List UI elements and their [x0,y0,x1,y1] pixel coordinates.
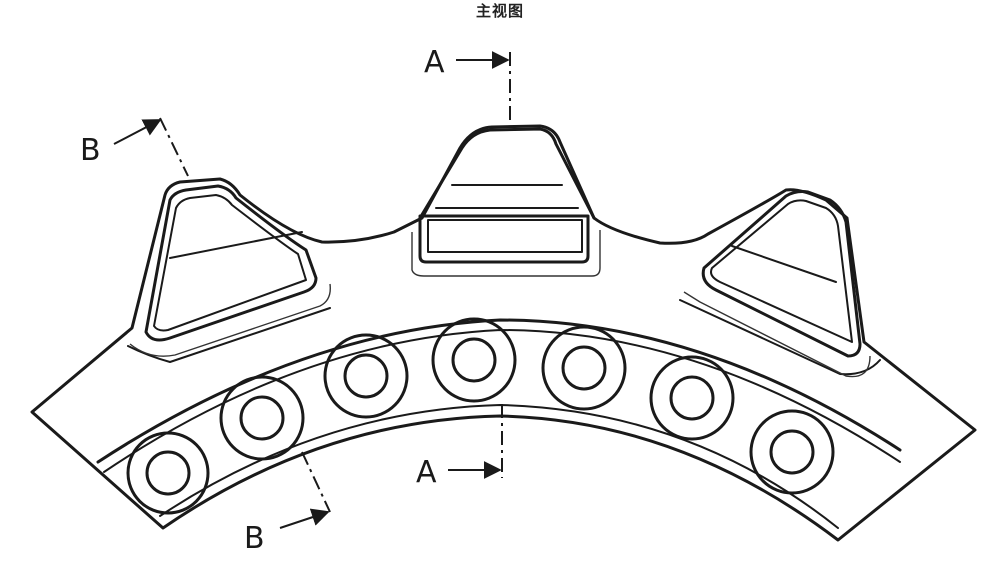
outer-body-step-line-right [679,299,881,376]
section-cut-a-top: A [424,45,511,120]
middle-tooth [411,127,601,277]
roller-7 [749,409,835,495]
view-title: 主视图 [475,2,524,20]
section-label-a-top: A [424,45,445,80]
roller-3 [323,333,409,419]
section-cut-b-top: B [80,117,189,177]
section-cut-b-bottom: B [244,451,331,556]
section-label-a-bottom: A [416,455,437,490]
roller-6 [649,355,735,441]
roller-2 [219,375,305,461]
band-lower-inner-line [159,404,839,529]
section-cut-a-bottom: A [416,404,503,490]
left-tooth [129,184,331,357]
roller-1 [126,431,210,515]
right-tooth [683,190,871,378]
section-label-b-top: B [80,133,101,168]
segment-outer-outline [30,124,977,542]
section-label-b-bottom: B [244,521,265,556]
roller-5 [541,325,627,411]
outer-body-step-line [127,307,331,363]
inner-band-top-edge [96,318,902,464]
roller-4 [431,317,517,403]
